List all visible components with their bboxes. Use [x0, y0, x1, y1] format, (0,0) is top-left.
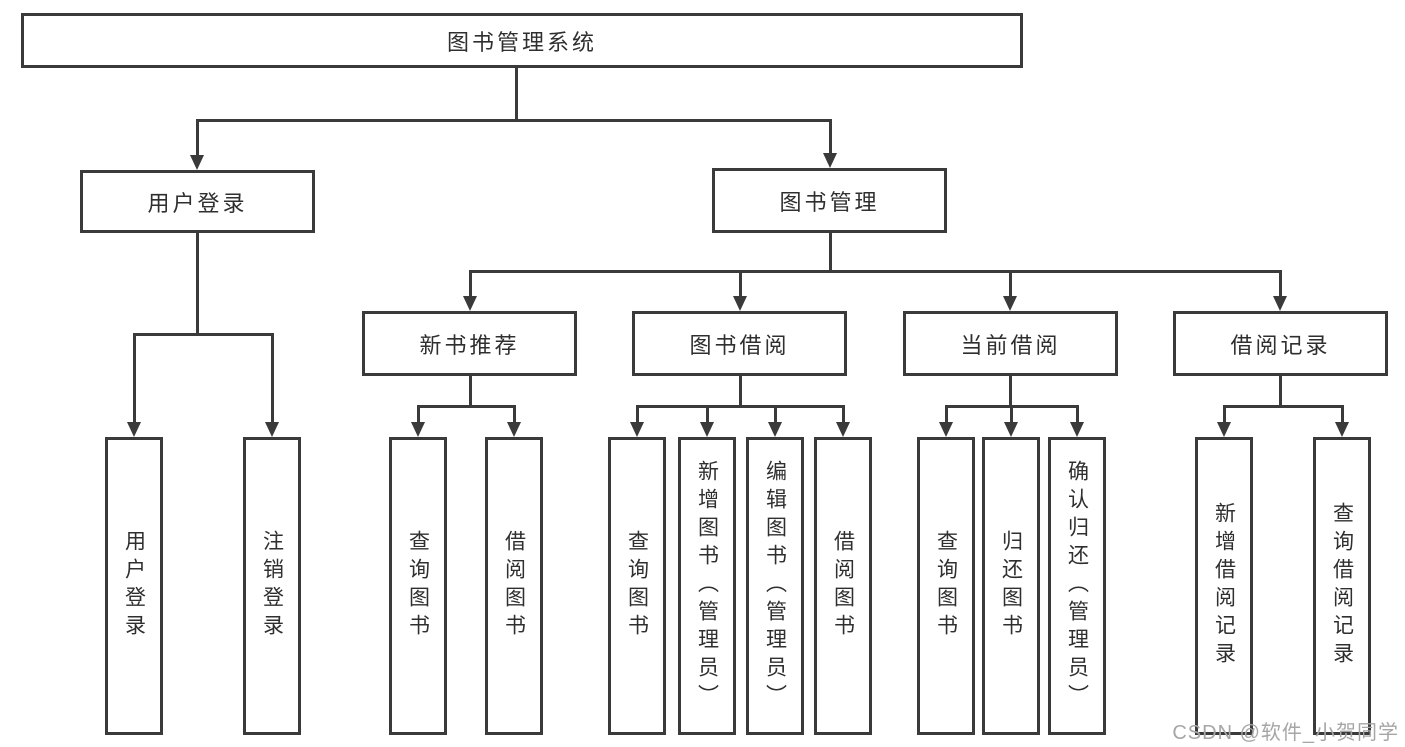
leaf-label: 注销登录	[260, 530, 284, 642]
arrow-down-icon	[127, 422, 141, 437]
leaf-return-books: 归还图书	[982, 437, 1040, 735]
leaf-borrow-books-borrowing: 借阅图书	[814, 437, 872, 735]
connector-line	[774, 405, 777, 423]
leaf-confirm-return-admin: 确认归还（管理员）	[1048, 437, 1106, 735]
connector-line	[1009, 376, 1012, 408]
leaf-query-books-recommend: 查询图书	[389, 437, 447, 735]
leaf-edit-books-admin: 编辑图书（管理员）	[746, 437, 804, 735]
leaf-label: 查询图书	[406, 530, 430, 642]
connector-line	[842, 405, 845, 423]
leaf-label: 查询图书	[934, 530, 958, 642]
csdn-watermark: CSDN @软件_小贺同学	[1172, 722, 1399, 744]
connector-line	[1279, 270, 1282, 297]
connector-line	[133, 333, 274, 336]
leaf-query-borrow-record: 查询借阅记录	[1313, 437, 1371, 735]
leaf-label: 借阅图书	[502, 530, 526, 642]
connector-line	[133, 333, 136, 423]
arrow-down-icon	[733, 296, 747, 311]
connector-line	[196, 119, 199, 157]
arrow-down-icon	[1003, 296, 1017, 311]
arrow-down-icon	[411, 422, 425, 437]
connector-line	[739, 376, 742, 408]
connector-line	[469, 270, 472, 297]
arrow-down-icon	[1217, 422, 1231, 437]
node-borrowing-records: 借阅记录	[1173, 311, 1388, 376]
arrow-down-icon	[1004, 422, 1018, 437]
leaf-label: 用户登录	[122, 530, 146, 642]
arrow-down-icon	[939, 422, 953, 437]
leaf-query-books-borrowing: 查询图书	[608, 437, 666, 735]
connector-line	[417, 405, 420, 423]
arrow-down-icon	[463, 296, 477, 311]
leaf-label: 查询借阅记录	[1330, 502, 1354, 670]
connector-line	[271, 333, 274, 423]
connector-line	[636, 405, 639, 423]
leaf-label: 借阅图书	[831, 530, 855, 642]
arrow-down-icon	[1273, 296, 1287, 311]
arrow-down-icon	[507, 422, 521, 437]
node-library-management-system: 图书管理系统	[21, 13, 1023, 68]
leaf-label: 查询图书	[625, 530, 649, 642]
arrow-down-icon	[836, 422, 850, 437]
connector-line	[636, 405, 845, 408]
arrow-down-icon	[1070, 422, 1084, 437]
connector-line	[417, 405, 516, 408]
node-new-book-recommendation: 新书推荐	[362, 311, 577, 376]
connector-line	[1223, 405, 1226, 423]
connector-line	[469, 376, 472, 408]
connector-line	[706, 405, 709, 423]
leaf-label: 归还图书	[999, 530, 1023, 642]
arrow-down-icon	[630, 422, 644, 437]
leaf-borrow-books-recommend: 借阅图书	[485, 437, 543, 735]
connector-line	[196, 233, 199, 336]
arrow-down-icon	[823, 153, 837, 168]
connector-line	[1009, 270, 1012, 297]
connector-line	[829, 119, 832, 155]
connector-line	[513, 405, 516, 423]
connector-line	[515, 68, 518, 121]
connector-line	[196, 119, 832, 122]
node-current-borrowing: 当前借阅	[903, 311, 1118, 376]
connector-line	[739, 270, 742, 297]
leaf-label: 确认归还（管理员）	[1065, 460, 1089, 712]
leaf-query-books-current: 查询图书	[917, 437, 975, 735]
node-book-borrowing: 图书借阅	[632, 311, 847, 376]
leaf-label: 新增借阅记录	[1212, 502, 1236, 670]
leaf-label: 新增图书（管理员）	[695, 460, 719, 712]
connector-line	[1223, 405, 1344, 408]
arrow-down-icon	[1335, 422, 1349, 437]
connector-line	[1341, 405, 1344, 423]
arrow-down-icon	[768, 422, 782, 437]
connector-line	[1076, 405, 1079, 423]
leaf-add-books-admin: 新增图书（管理员）	[678, 437, 736, 735]
leaf-add-borrow-record: 新增借阅记录	[1195, 437, 1253, 735]
connector-line	[1010, 405, 1013, 423]
node-book-management: 图书管理	[712, 168, 947, 233]
connector-line	[945, 405, 948, 423]
connector-line	[469, 270, 1282, 273]
leaf-label: 编辑图书（管理员）	[763, 460, 787, 712]
leaf-user-login: 用户登录	[105, 437, 163, 735]
node-user-login: 用户登录	[80, 170, 315, 233]
arrow-down-icon	[265, 422, 279, 437]
leaf-logout-login: 注销登录	[243, 437, 301, 735]
arrow-down-icon	[190, 155, 204, 170]
arrow-down-icon	[700, 422, 714, 437]
connector-line	[829, 233, 832, 273]
connector-line	[1279, 376, 1282, 408]
